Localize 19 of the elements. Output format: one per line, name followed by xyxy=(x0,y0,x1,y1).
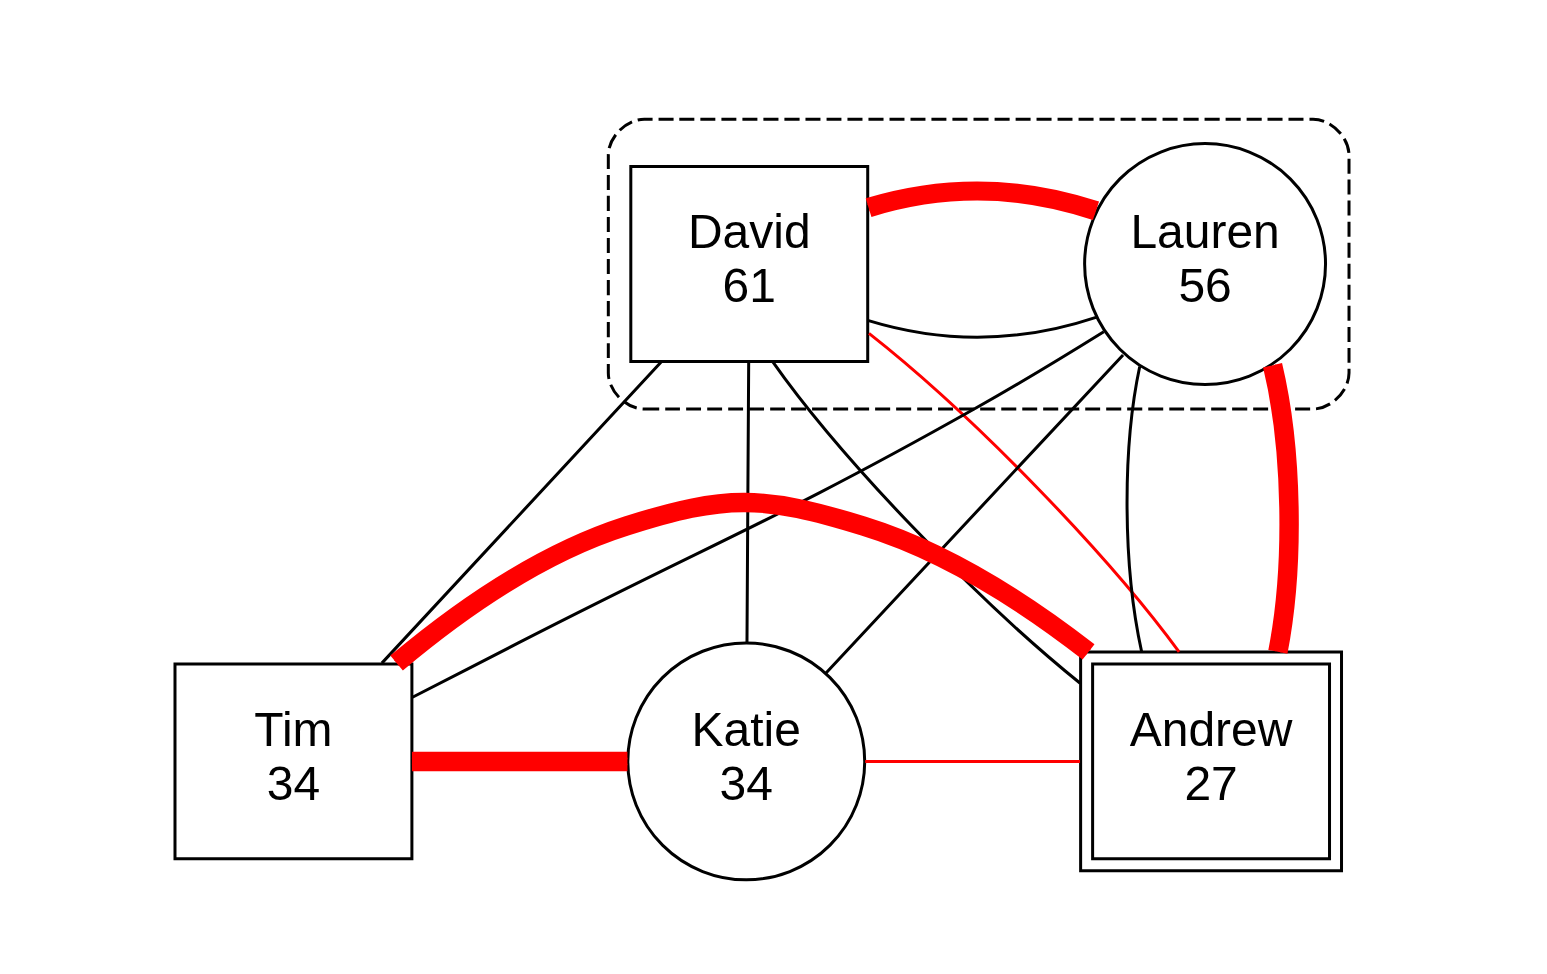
connector xyxy=(1125,365,1143,652)
node-circle: Lauren 56 xyxy=(1082,141,1327,386)
node-circle: Katie 34 xyxy=(625,640,866,881)
connector xyxy=(411,329,1105,699)
connector xyxy=(1262,362,1299,654)
connector xyxy=(411,751,627,771)
node-box: David 61 xyxy=(628,164,869,363)
connector xyxy=(380,360,662,664)
connector xyxy=(824,353,1124,674)
node-box: Tim 34 xyxy=(173,661,413,860)
connector xyxy=(864,759,1080,763)
connector xyxy=(745,361,750,642)
connector xyxy=(867,315,1096,339)
connector xyxy=(389,492,1094,671)
node-box: Andrew 27 xyxy=(1078,649,1343,872)
connector xyxy=(867,331,1180,653)
cluster xyxy=(606,117,1350,411)
connector xyxy=(865,180,1099,220)
connector xyxy=(771,360,1081,684)
